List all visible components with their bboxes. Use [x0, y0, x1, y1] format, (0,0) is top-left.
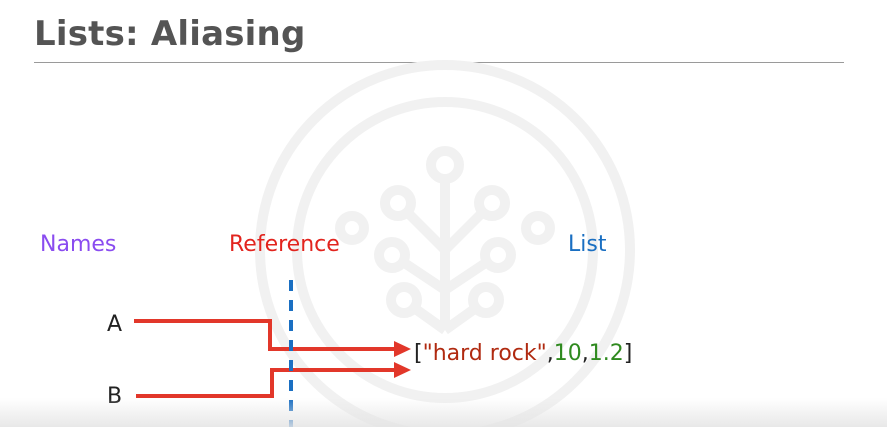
list-comma: ,	[581, 341, 589, 366]
variable-a-label: A	[107, 312, 123, 337]
list-item-float: 1.2	[588, 341, 624, 366]
list-comma: ,	[546, 341, 554, 366]
list-item-int: 10	[553, 341, 582, 366]
slide-title: Lists: Aliasing	[34, 14, 306, 54]
list-column-label: List	[568, 232, 607, 257]
reference-arrow-a	[134, 319, 395, 351]
list-item-string: "hard rock"	[422, 341, 547, 366]
list-open-bracket: [	[414, 341, 423, 366]
reference-column-label: Reference	[229, 232, 340, 257]
list-close-bracket: ]	[623, 341, 633, 366]
arrowhead-a	[394, 341, 411, 357]
list-literal: ["hard rock",10,1.2]	[414, 341, 632, 366]
names-column-label: Names	[40, 232, 117, 257]
reference-arrow-b	[136, 368, 395, 398]
arrowhead-b	[394, 362, 411, 378]
